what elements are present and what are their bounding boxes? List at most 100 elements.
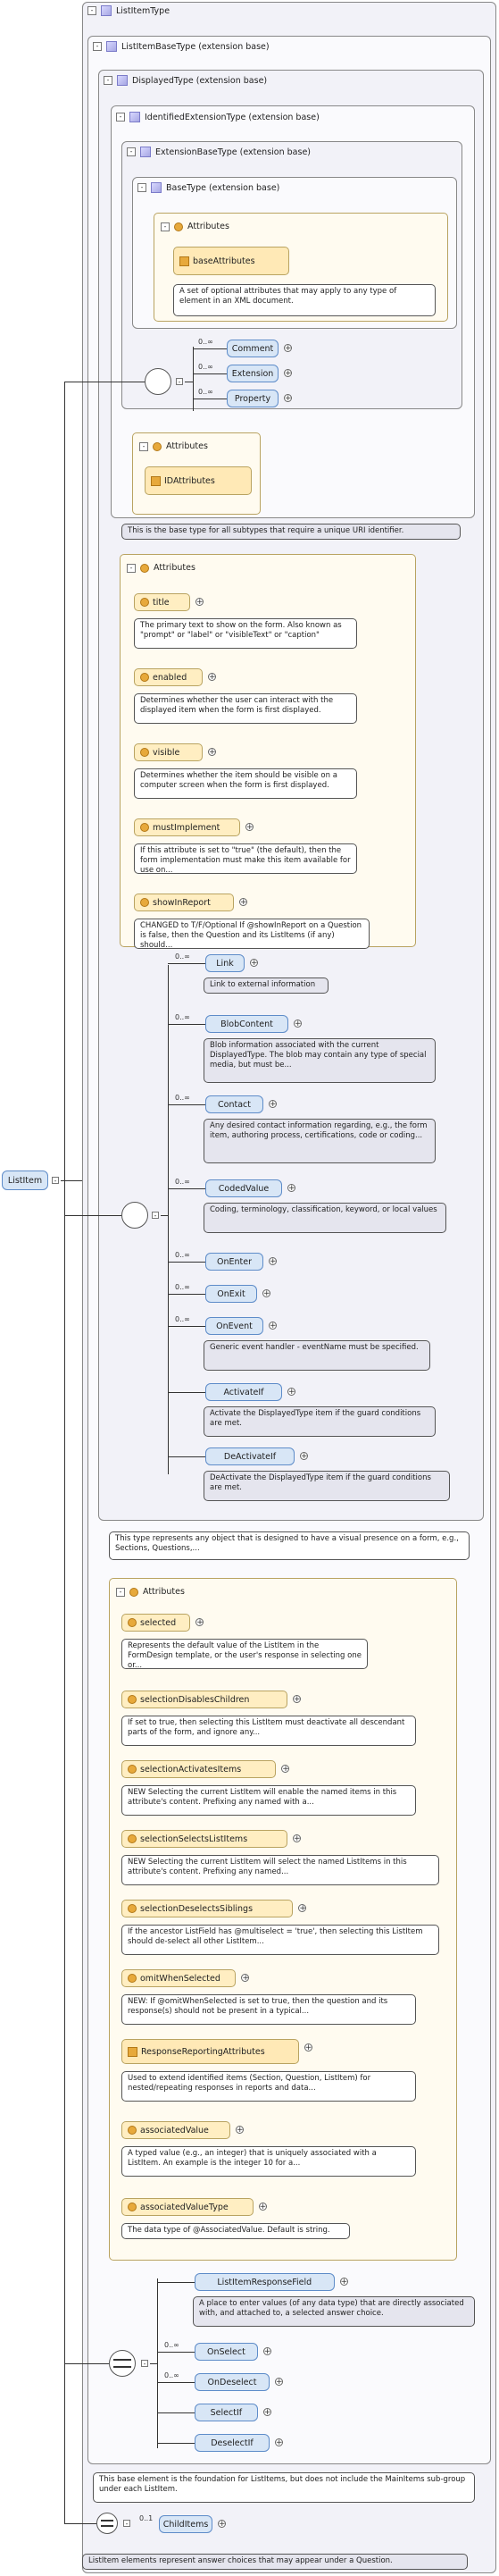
element-childitems[interactable]: ChildItems (159, 2515, 212, 2533)
expand-plus-icon[interactable]: + (241, 1974, 250, 1983)
element-selectif[interactable]: SelectIf (195, 2404, 258, 2421)
expand-plus-icon[interactable]: + (298, 1904, 307, 1913)
expand-plus-icon[interactable]: + (293, 1834, 301, 1843)
sequence-glyph (113, 2359, 131, 2368)
collapse-toggle[interactable]: - (116, 1587, 125, 1597)
attr-label: mustImplement (153, 822, 220, 833)
expand-plus-icon[interactable]: + (284, 394, 292, 403)
expand-plus-icon[interactable]: + (245, 823, 254, 832)
element-onexit[interactable]: OnExit (205, 1285, 257, 1303)
expand-plus-icon[interactable]: + (287, 1388, 295, 1397)
element-codedvalue[interactable]: CodedValue (205, 1179, 282, 1197)
element-onenter[interactable]: OnEnter (205, 1253, 263, 1271)
expand-toggle[interactable]: - (141, 2360, 148, 2368)
sequence-icon (121, 1202, 148, 1229)
attr-title[interactable]: title (134, 593, 190, 611)
attr-associatedvalue[interactable]: associatedValue (121, 2121, 230, 2139)
expand-plus-icon[interactable]: + (208, 673, 216, 682)
expand-plus-icon[interactable]: + (284, 369, 292, 378)
expand-plus-icon[interactable]: + (262, 2347, 271, 2356)
attribute-icon (140, 598, 149, 607)
multiplicity: 0..∞ (175, 952, 190, 961)
type-title: ExtensionBaseType (extension base) (155, 147, 312, 157)
expand-plus-icon[interactable]: + (304, 2043, 312, 2052)
expand-plus-icon[interactable]: + (300, 1452, 308, 1461)
element-deactivateif[interactable]: DeActivateIf (205, 1447, 295, 1465)
element-ondeselect[interactable]: OnDeselect (195, 2373, 270, 2391)
attr-responsereportingattributes[interactable]: ResponseReportingAttributes (121, 2039, 299, 2064)
attr-label: baseAttributes (193, 256, 255, 266)
expand-plus-icon[interactable]: + (258, 2203, 267, 2211)
collapse-toggle[interactable]: - (127, 563, 136, 573)
expand-toggle[interactable]: - (123, 2520, 130, 2528)
multiplicity: 0..∞ (175, 1178, 190, 1186)
element-contact[interactable]: Contact (205, 1095, 263, 1113)
element-comment[interactable]: Comment (227, 340, 279, 357)
expand-plus-icon[interactable]: + (269, 1322, 277, 1330)
element-link[interactable]: Link (205, 954, 245, 972)
element-listitemresponsefield[interactable]: ListItemResponseField (195, 2273, 335, 2291)
expand-plus-icon[interactable]: + (262, 2408, 271, 2417)
attr-omitwhenselected[interactable]: omitWhenSelected (121, 1969, 237, 1987)
collapse-toggle[interactable]: - (137, 183, 146, 192)
expand-toggle[interactable]: - (152, 1212, 159, 1220)
element-property[interactable]: Property (227, 390, 279, 407)
expand-plus-icon[interactable]: + (294, 1019, 302, 1028)
attr-selected[interactable]: selected (121, 1614, 191, 1632)
attr-selectiondisableschildren[interactable]: selectionDisablesChildren (121, 1691, 287, 1708)
doc-note: ListItem elements represent answer choic… (82, 2554, 468, 2570)
connector-line (168, 963, 205, 964)
element-extension[interactable]: Extension (227, 365, 279, 382)
expand-plus-icon[interactable]: + (195, 598, 204, 607)
attr-associatedvaluetype[interactable]: associatedValueType (121, 2198, 254, 2216)
element-onselect[interactable]: OnSelect (195, 2343, 258, 2361)
attr-showinreport[interactable]: showInReport (134, 894, 234, 911)
collapse-toggle[interactable]: - (161, 222, 170, 231)
attr-selectiondeselectssiblings[interactable]: selectionDeselectsSiblings (121, 1900, 294, 1917)
expand-plus-icon[interactable]: + (269, 1257, 277, 1266)
attr-visible[interactable]: visible (134, 743, 203, 761)
attributes-label: Attributes (143, 1587, 185, 1597)
attr-group-idattributes[interactable]: IDAttributes (145, 466, 252, 495)
expand-toggle[interactable]: - (52, 1177, 59, 1185)
expand-plus-icon[interactable]: + (339, 2278, 348, 2287)
collapse-toggle[interactable]: - (139, 441, 148, 451)
attr-selectionselectslistitems[interactable]: selectionSelectsListItems (121, 1830, 287, 1848)
connector-line (168, 1326, 205, 1327)
expand-plus-icon[interactable]: + (239, 898, 247, 907)
expand-plus-icon[interactable]: + (262, 1289, 270, 1298)
expand-plus-icon[interactable]: + (284, 344, 292, 353)
element-deselectif[interactable]: DeselectIf (195, 2434, 270, 2452)
collapse-toggle[interactable]: - (127, 147, 136, 156)
attr-mustimplement[interactable]: mustImplement (134, 818, 240, 836)
attr-group-baseattributes[interactable]: baseAttributes (173, 247, 289, 275)
collapse-toggle[interactable]: - (116, 113, 125, 122)
expand-plus-icon[interactable]: + (275, 2378, 283, 2387)
attr-label: associatedValueType (140, 2202, 229, 2212)
expand-plus-icon[interactable]: + (287, 1184, 295, 1193)
collapse-toggle[interactable]: - (87, 6, 96, 15)
attr-enabled[interactable]: enabled (134, 668, 203, 686)
element-activateif[interactable]: ActivateIf (205, 1383, 282, 1401)
attr-label: selectionDisablesChildren (140, 1694, 250, 1705)
expand-plus-icon[interactable]: + (269, 1100, 277, 1109)
element-blobcontent[interactable]: BlobContent (205, 1015, 288, 1033)
expand-plus-icon[interactable]: + (275, 2438, 283, 2447)
connector-line (168, 1188, 205, 1189)
attr-selectionactivatesitems[interactable]: selectionActivatesItems (121, 1760, 277, 1778)
expand-plus-icon[interactable]: + (236, 2126, 244, 2135)
connector-line (157, 2412, 195, 2413)
expand-plus-icon[interactable]: + (208, 748, 216, 757)
collapse-toggle[interactable]: - (93, 42, 102, 51)
element-onevent[interactable]: OnEvent (205, 1317, 263, 1335)
expand-plus-icon[interactable]: + (218, 2520, 226, 2529)
expand-plus-icon[interactable]: + (195, 1618, 204, 1627)
collapse-toggle[interactable]: - (104, 76, 112, 85)
multiplicity: 0..1 (139, 2514, 154, 2522)
expand-plus-icon[interactable]: + (293, 1695, 301, 1704)
expand-toggle[interactable]: - (176, 378, 183, 386)
expand-plus-icon[interactable]: + (250, 959, 258, 968)
expand-plus-icon[interactable]: + (281, 1765, 290, 1774)
root-element-listitem[interactable]: ListItem (2, 1171, 48, 1190)
element-label: Contact (218, 1099, 251, 1110)
